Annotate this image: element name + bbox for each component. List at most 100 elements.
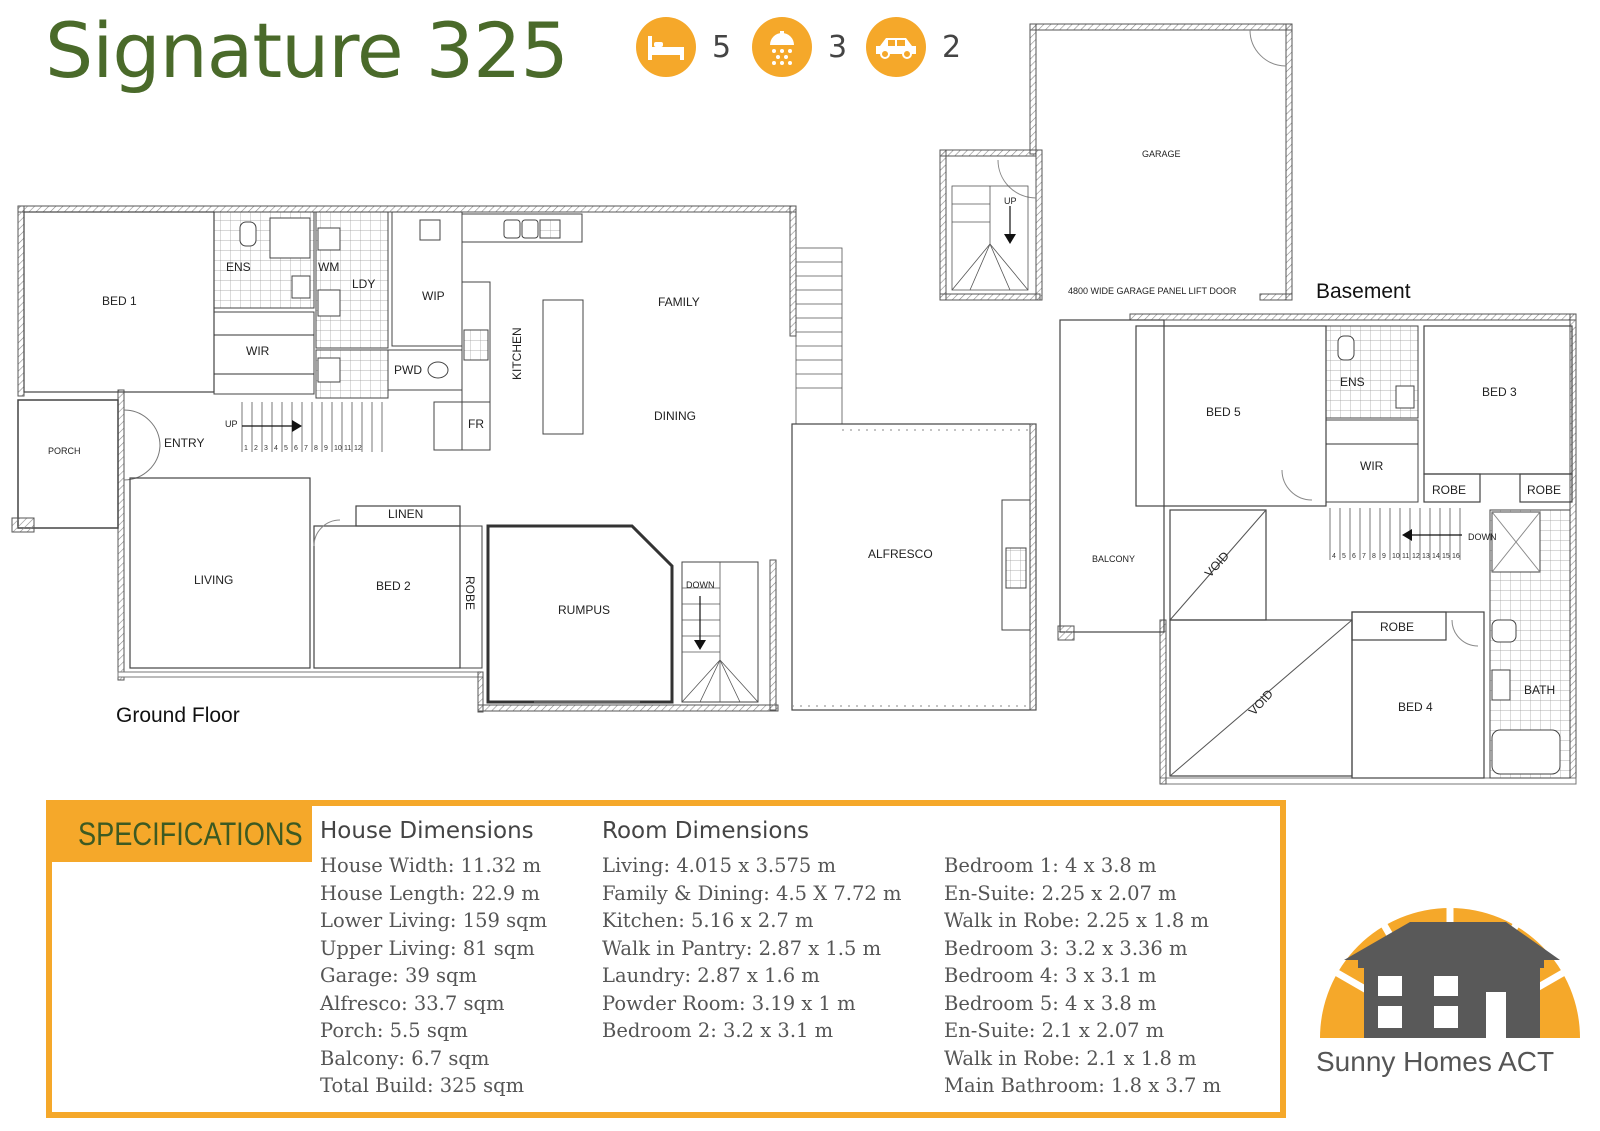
stair-step-number: 13: [1422, 553, 1430, 560]
room-labels: BED 1 ENS WIR WM LDY PWD WIP KITCHEN FR …: [48, 149, 1561, 718]
stair-step-number: 9: [1382, 553, 1386, 560]
stair-step-number: 4: [274, 445, 278, 452]
bed5-label: BED 5: [1206, 405, 1241, 419]
sunny-homes-logo: [1320, 900, 1580, 1038]
robe-b-label: ROBE: [1527, 483, 1561, 497]
specifications-panel: [46, 800, 1286, 1118]
entry-label: ENTRY: [164, 436, 204, 450]
ground-floor-label: Ground Floor: [116, 704, 240, 727]
upper-plan: [1057, 313, 1577, 785]
stair-step-number: 10: [334, 445, 342, 452]
room-dimension-item: Walk in Robe: 2.25 x 1.8 m: [944, 909, 1209, 932]
family-label: FAMILY: [658, 295, 700, 309]
room-dimensions-list-a: Living: 4.015 x 3.575 m Family & Dining: …: [602, 852, 901, 1045]
garage-door-label: 4800 WIDE GARAGE PANEL LIFT DOOR: [1068, 286, 1237, 296]
stair-step-number: 8: [314, 445, 318, 452]
room-dimensions-list-b: Bedroom 1: 4 x 3.8 m En-Suite: 2.25 x 2.0…: [944, 852, 1221, 1100]
room-dimension-item: Family & Dining: 4.5 X 7.72 m: [602, 881, 902, 905]
robe2-label: ROBE: [463, 576, 477, 610]
room-dimension-item: En-Suite: 2.1 x 2.07 m: [944, 1019, 1165, 1042]
stair-step-number: 9: [324, 445, 328, 452]
specifications-tab: [46, 800, 312, 862]
balcony-label: BALCONY: [1092, 554, 1135, 564]
stair-step-number: 6: [1352, 553, 1356, 560]
house-icon: [1344, 922, 1560, 1038]
void2-label: VOID: [1246, 687, 1276, 718]
bed3-label: BED 3: [1482, 385, 1517, 399]
house-dimension-item: Garage: 39 sqm: [320, 964, 477, 987]
room-dimensions-heading: Room Dimensions: [602, 818, 810, 844]
fr-label: FR: [468, 417, 484, 431]
alfresco-label: ALFRESCO: [868, 547, 933, 561]
kitchen-label: KITCHEN: [510, 327, 524, 380]
specifications-title: SPECIFICATIONS: [78, 816, 303, 852]
dining-label: DINING: [654, 409, 696, 423]
bedroom-count: 5: [712, 29, 732, 65]
house-dimensions-list: House Width: 11.32 m House Length: 22.9 m…: [320, 852, 547, 1100]
void1-label: VOID: [1202, 549, 1232, 580]
house-dimension-item: Upper Living: 81 sqm: [320, 936, 535, 960]
bed2-label: BED 2: [376, 579, 411, 593]
room-dimension-item: Laundry: 2.87 x 1.6 m: [602, 964, 820, 987]
house-dimension-item: House Length: 22.9 m: [320, 881, 540, 905]
basement-plan: [939, 23, 1293, 301]
bathroom-count: 3: [828, 29, 848, 65]
room-dimension-item: Walk in Pantry: 2.87 x 1.5 m: [602, 936, 882, 960]
stair-step-number: 12: [354, 445, 362, 452]
house-dimension-item: House Width: 11.32 m: [320, 854, 542, 877]
ens1-label: ENS: [226, 260, 251, 274]
bedrooms-feature: 5: [636, 16, 731, 78]
bed1-label: BED 1: [102, 294, 137, 308]
basement-label: Basement: [1316, 280, 1411, 303]
car-icon: [866, 17, 926, 77]
room-dimension-item: Bedroom 5: 4 x 3.8 m: [944, 991, 1157, 1015]
room-dimension-item: Bedroom 2: 3.2 x 3.1 m: [602, 1019, 834, 1042]
shower-icon: [752, 17, 812, 77]
stair-step-number: 7: [1362, 553, 1366, 560]
wir1-label: WIR: [246, 344, 270, 358]
stair-step-number: 5: [1342, 553, 1346, 560]
stair-step-number: 7: [304, 445, 308, 452]
robe4-label: ROBE: [1380, 620, 1414, 634]
wm-label: WM: [318, 260, 339, 274]
floor-plans: BED 1 ENS WIR WM LDY PWD WIP KITCHEN FR …: [11, 23, 1577, 785]
wir5-label: WIR: [1360, 459, 1384, 473]
room-dimension-item: Kitchen: 5.16 x 2.7 m: [602, 909, 814, 932]
stair-step-number: 14: [1432, 553, 1440, 560]
room-dimension-item: Powder Room: 3.19 x 1 m: [602, 991, 856, 1015]
porch-label: PORCH: [48, 446, 81, 456]
up-garage-label: UP: [1004, 196, 1017, 206]
stair-step-number: 15: [1442, 553, 1450, 560]
car-count: 2: [942, 29, 962, 65]
stair-step-number: 11: [1402, 553, 1409, 560]
room-dimension-item: Living: 4.015 x 3.575 m: [602, 854, 836, 877]
stair-step-number: 12: [1412, 553, 1420, 560]
bath-label: BATH: [1524, 683, 1555, 697]
page-title: Signature 325: [45, 6, 569, 95]
ens5-label: ENS: [1340, 375, 1365, 389]
wip-label: WIP: [422, 289, 445, 303]
house-dimension-item: Balcony: 6.7 sqm: [320, 1046, 490, 1070]
robe-a-label: ROBE: [1432, 483, 1466, 497]
house-dimension-item: Lower Living: 159 sqm: [320, 909, 548, 932]
stair-step-number: 3: [264, 445, 268, 452]
living-label: LIVING: [194, 573, 233, 587]
stair-step-number: 8: [1372, 553, 1376, 560]
stair-step-number: 11: [344, 445, 351, 452]
ground-floor-plan: [11, 205, 1037, 713]
house-dimension-item: Total Build: 325 sqm: [320, 1074, 525, 1097]
room-dimension-item: Bedroom 3: 3.2 x 3.36 m: [944, 936, 1188, 960]
linen-label: LINEN: [388, 507, 423, 521]
room-dimension-item: Main Bathroom: 1.8 x 3.7 m: [944, 1074, 1222, 1097]
room-dimension-item: Bedroom 1: 4 x 3.8 m: [944, 854, 1157, 877]
room-dimension-item: Bedroom 4: 3 x 3.1 m: [944, 964, 1157, 987]
room-dimension-item: Walk in Robe: 2.1 x 1.8 m: [944, 1046, 1197, 1070]
bathrooms-feature: 3: [752, 16, 847, 78]
house-dimension-item: Porch: 5.5 sqm: [320, 1019, 468, 1042]
up-ground-label: UP: [225, 419, 238, 429]
stair-step-number: 16: [1452, 553, 1460, 560]
room-dimension-item: En-Suite: 2.25 x 2.07 m: [944, 881, 1177, 905]
rumpus-label: RUMPUS: [558, 603, 610, 617]
stair-step-number: 4: [1332, 553, 1336, 560]
